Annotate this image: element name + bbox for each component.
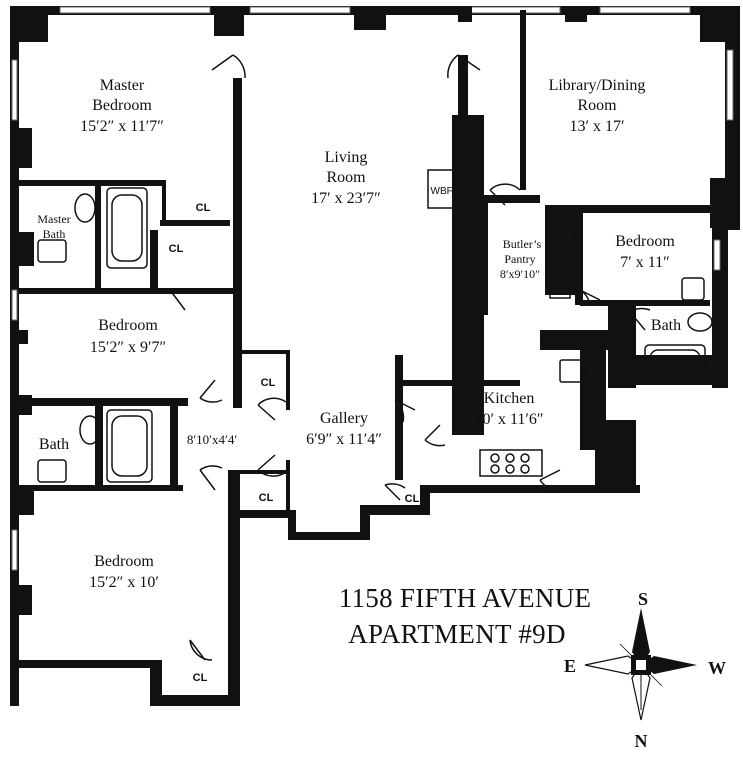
bedroom-bottom-size: 15′2″ x 10′ [89,574,159,591]
title-line-2: APARTMENT #9D [348,619,566,649]
master-bath-name-1: Master [37,212,70,226]
closet-label-4: CL [259,492,274,504]
compass-n: N [635,731,648,751]
wbfp-label: WBFP [431,186,460,197]
closet-label-5: CL [405,493,420,505]
room-labels: Master Bedroom 15′2″ x 11′7″ Living Room… [37,77,681,591]
gallery-size: 6′9″ x 11′4″ [306,431,382,448]
library-size: 13′ x 17′ [570,118,625,135]
closet-label-6: CL [193,672,208,684]
bedroom-mid-size: 15′2″ x 9′7″ [90,339,166,356]
master-bath-name-2: Bath [43,227,66,241]
exterior-walls [10,6,740,706]
master-bedroom-size: 15′2″ x 11′7″ [80,118,164,135]
bath-left-name: Bath [39,436,69,453]
kitchen-name: Kitchen [484,390,535,407]
living-room-size: 17′ x 23′7″ [311,190,381,207]
library-name-1: Library/Dining [549,77,646,94]
master-bedroom-name-2: Bedroom [92,97,152,114]
butlers-pantry-name-2: Pantry [504,252,535,266]
bedroom-bottom-name: Bedroom [94,553,154,570]
compass-e: E [564,656,576,676]
door-swings [169,54,651,661]
compass-w: W [708,658,726,678]
living-room-name-1: Living [325,149,368,166]
butlers-pantry-name-1: Butler’s [503,237,542,251]
small-labels: WBFP CL CL CL CL CL CL W D [169,186,568,684]
bedroom-small-size: 7′ x 11″ [620,254,670,271]
gallery-name: Gallery [320,410,368,427]
title-line-1: 1158 FIFTH AVENUE [339,583,592,613]
dryer-label: D [557,284,565,296]
master-bedroom-name-1: Master [100,77,145,94]
living-room-name-2: Room [326,169,366,186]
bath-right-name: Bath [651,317,681,334]
bedroom-small-name: Bedroom [615,233,675,250]
bedroom-mid-name: Bedroom [98,317,158,334]
closet-label-2: CL [169,243,184,255]
compass-s: S [638,589,648,609]
butlers-pantry-size: 8′x9′10″ [500,267,540,281]
compass-rose-icon [584,608,697,721]
kitchen-size: 10′ x 11′6″ [474,411,543,428]
closet-label-1: CL [196,202,211,214]
library-name-2: Room [577,97,617,114]
washer-label: W [557,263,568,275]
fixtures [37,187,713,483]
closet-label-3: CL [261,377,276,389]
interior-walls [18,10,710,510]
hall-size: 8′10′x4′4′ [187,432,238,447]
